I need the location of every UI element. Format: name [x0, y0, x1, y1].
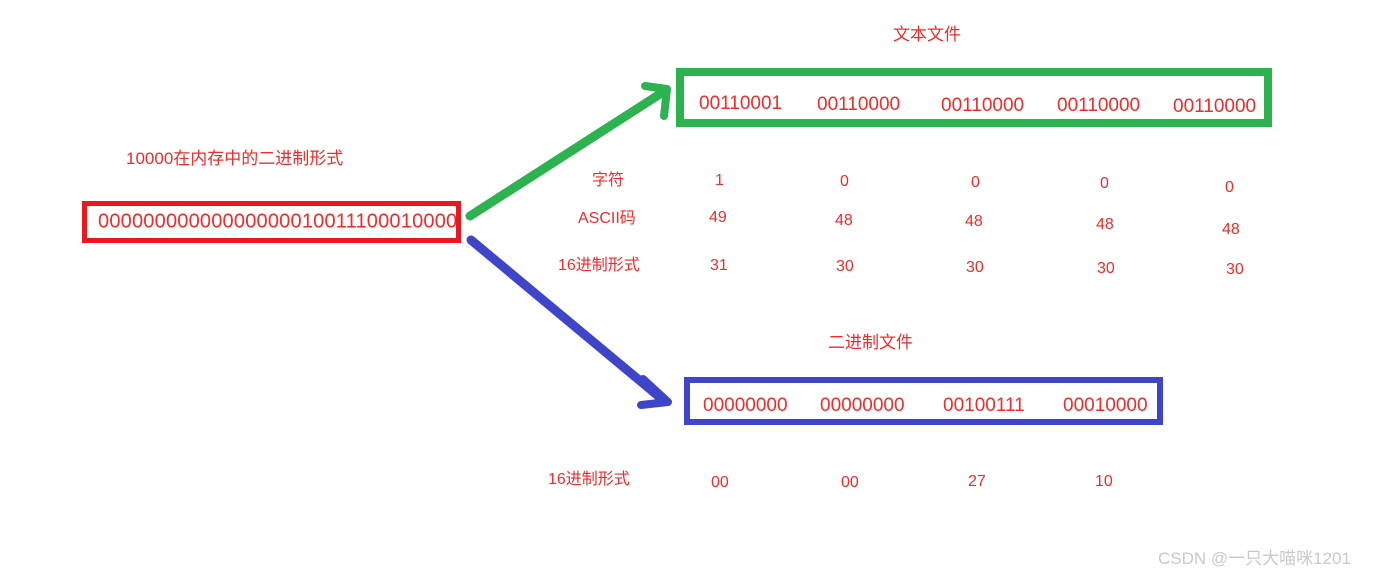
- text-file-byte: 00110000: [1173, 96, 1257, 117]
- binary-file-cell: 10: [1095, 473, 1113, 490]
- text-file-cell: 48: [965, 213, 983, 230]
- text-file-cell: 1: [715, 172, 724, 189]
- text-file-cell: 48: [835, 212, 853, 229]
- text-file-cell: 48: [1222, 221, 1240, 238]
- text-file-cell: 30: [1097, 260, 1115, 277]
- memory-caption: 10000在内存中的二进制形式: [126, 149, 344, 168]
- binary-file-byte: 00100111: [943, 395, 1025, 416]
- text-file-byte: 00110000: [941, 95, 1025, 116]
- binary-file-byte: 00000000: [820, 395, 905, 416]
- text-file-title: 文本文件: [893, 25, 961, 44]
- memory-bits-box: 00000000000000000010011100010000: [82, 201, 461, 243]
- text-file-byte: 00110000: [817, 94, 901, 115]
- binary-file-row-label: 16进制形式: [548, 471, 630, 488]
- text-file-byte: 00110000: [1057, 95, 1141, 116]
- watermark: CSDN @一只大喵咪1201: [1158, 549, 1351, 568]
- binary-file-cell: 00: [711, 474, 729, 491]
- arrow-to-text-file-icon: [465, 82, 671, 221]
- text-file-row-label: 字符: [592, 172, 625, 189]
- text-file-cell: 0: [1100, 175, 1109, 192]
- binary-file-box: 00000000 00000000 00100111 00010000: [684, 377, 1163, 425]
- text-file-cell: 49: [709, 209, 727, 226]
- text-file-cell: 30: [966, 259, 984, 276]
- text-file-cell: 0: [971, 174, 980, 191]
- text-file-box: 00110001 00110000 00110000 00110000 0011…: [676, 68, 1272, 127]
- binary-file-title: 二进制文件: [828, 333, 913, 352]
- text-file-cell: 0: [1225, 179, 1234, 196]
- text-file-row-label: 16进制形式: [558, 257, 640, 274]
- text-file-cell: 30: [836, 258, 854, 275]
- text-file-byte: 00110001: [699, 93, 783, 114]
- binary-file-cell: 00: [841, 474, 859, 491]
- memory-bits-value: 00000000000000000010011100010000: [98, 210, 458, 233]
- text-file-cell: 0: [840, 173, 849, 190]
- binary-file-byte: 00000000: [703, 395, 788, 416]
- binary-file-cell: 27: [968, 473, 986, 490]
- text-file-cell: 31: [710, 257, 728, 274]
- text-file-cell: 30: [1226, 261, 1244, 278]
- binary-file-byte: 00010000: [1063, 395, 1148, 416]
- text-file-row-label: ASCII码: [578, 210, 636, 227]
- text-file-cell: 48: [1096, 216, 1114, 233]
